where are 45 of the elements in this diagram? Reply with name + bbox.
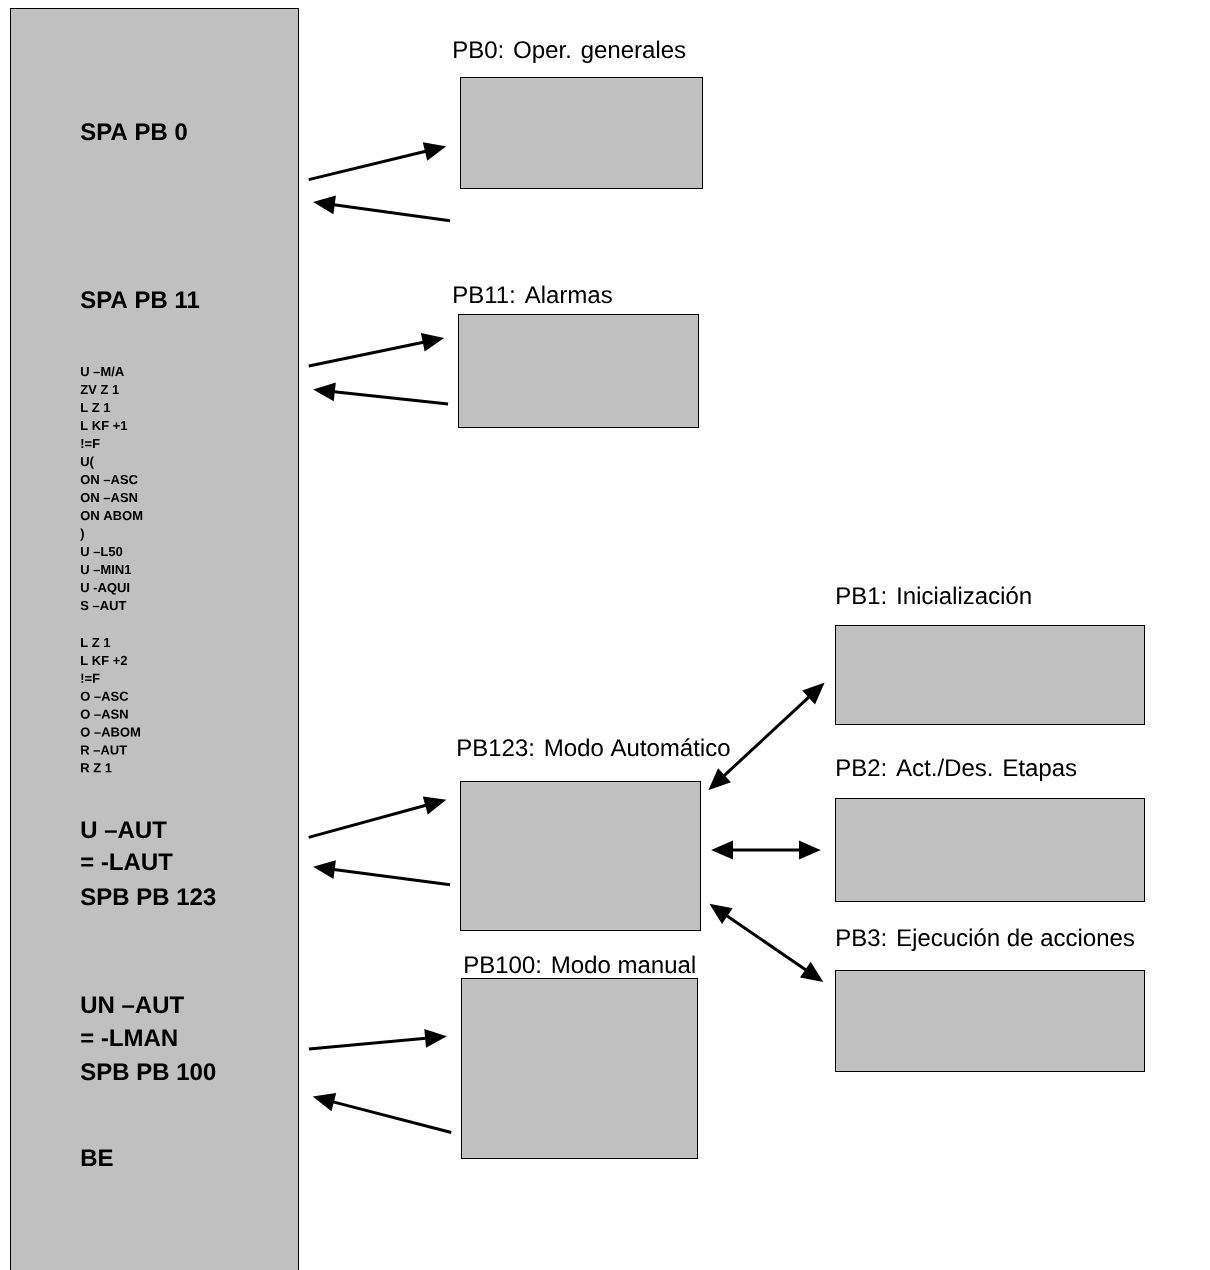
code-line: O –ABOM	[80, 727, 140, 737]
program-block-box: PB123: Modo Automático	[458, 738, 730, 931]
code-line: ON ABOM	[80, 510, 143, 521]
code-line: U(	[81, 456, 94, 469]
code-line: U –L50	[81, 546, 123, 557]
program-block-box: PB11: Alarmas	[454, 285, 699, 428]
code-line: = -LMAN	[81, 1029, 177, 1046]
code-line: R Z 1	[81, 763, 112, 773]
code-line: R –AUT	[81, 745, 127, 755]
code-line: O –ASC	[80, 691, 129, 701]
code-line: SPA PB 0	[80, 123, 187, 141]
code-line: U –MIN1	[81, 565, 132, 575]
node-label: PB2: Act./Des. Etapas	[837, 758, 1077, 781]
code-line: UN –AUT	[81, 996, 184, 1014]
code-line: L KF +1	[81, 421, 128, 430]
code-line: = -LAUT	[81, 853, 173, 871]
code-line: U –AUT	[81, 821, 167, 839]
code-line: BE	[81, 1149, 113, 1166]
program-block-box: PB2: Act./Des. Etapas	[835, 758, 1145, 902]
code-line: !=F	[81, 439, 100, 448]
code-line: ON –ASC	[80, 474, 138, 485]
code-line: O –ASN	[80, 709, 128, 719]
node-label: PB1: Inicialización	[837, 586, 1031, 605]
node-label: PB11: Alarmas	[454, 285, 612, 304]
code-line: L KF +2	[81, 655, 127, 665]
code-line: SPB PB 123	[80, 888, 216, 906]
program-block-box: PB3: Ejecución de acciones	[835, 928, 1145, 1072]
code-line: )	[80, 528, 84, 541]
code-line: ZV Z 1	[80, 385, 119, 394]
program-block-box: PB0: Oper. generales	[454, 40, 703, 189]
node-label: PB123: Modo Automático	[458, 738, 730, 757]
code-line: ON –ASN	[80, 492, 138, 503]
program-block-box: PB100: Modo manual	[461, 955, 698, 1159]
code-line: U -AQUI	[81, 582, 130, 595]
code-line: L Z 1	[81, 403, 111, 412]
code-line: U –M/A	[81, 366, 124, 377]
code-line: !=F	[81, 673, 100, 683]
node-label: PB100: Modo manual	[465, 955, 695, 974]
program-block-box: PB1: Inicialización	[835, 586, 1145, 725]
code-line: L Z 1	[81, 638, 111, 647]
code-line: S –AUT	[80, 600, 127, 611]
node-label: PB3: Ejecución de acciones	[837, 928, 1135, 951]
code-line: SPB PB 100	[80, 1063, 216, 1081]
node-label: PB0: Oper. generales	[454, 40, 686, 63]
code-line: SPA PB 11	[80, 291, 200, 309]
